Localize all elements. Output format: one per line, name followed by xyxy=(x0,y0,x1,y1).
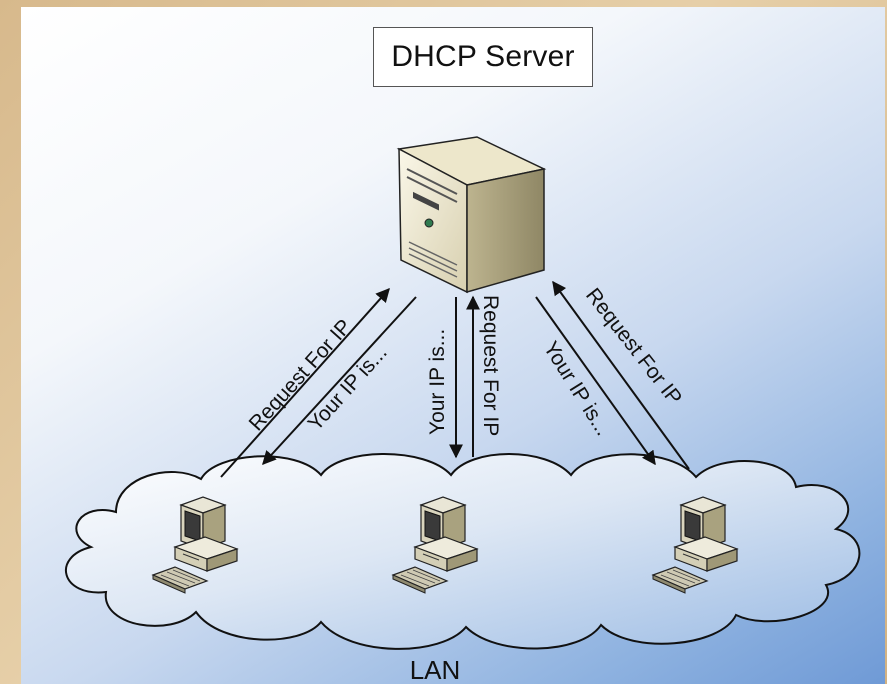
dhcp-server-label: DHCP Server xyxy=(373,27,593,87)
server-tower-icon xyxy=(396,136,547,294)
arrow-icon xyxy=(552,280,690,470)
response-label-middle: Your IP is... xyxy=(426,329,449,435)
diagram-panel: DHCP Server xyxy=(21,7,885,684)
lan-label: LAN xyxy=(410,655,461,684)
arrow-icon xyxy=(220,287,390,478)
request-label-middle: Request For IP xyxy=(479,295,502,436)
arrow-icon xyxy=(262,296,417,466)
arrow-icon xyxy=(535,296,656,466)
request-label-right: Request For IP xyxy=(581,284,686,409)
diagram-canvas: Request For IP Your IP is... Your IP is.… xyxy=(64,136,861,684)
request-label-left: Request For IP xyxy=(245,315,357,435)
